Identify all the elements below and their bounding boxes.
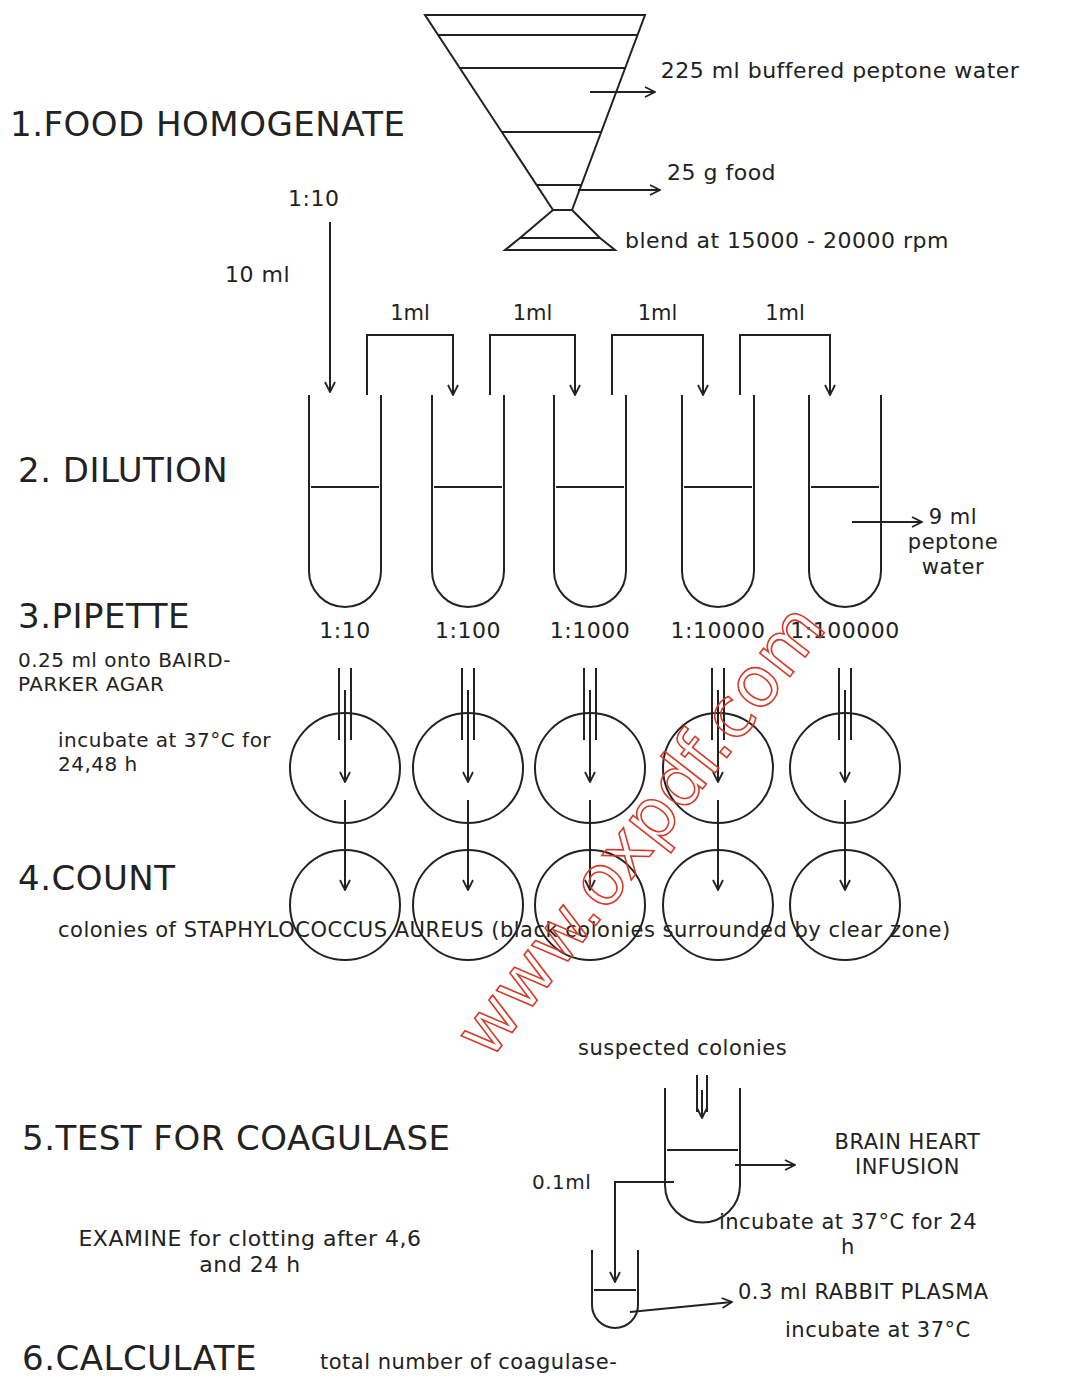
volume-label: 1ml	[636, 301, 680, 325]
leader-line	[735, 1164, 795, 1166]
tube-outline	[313, 395, 623, 610]
test-tube: 1:10	[190, 395, 500, 643]
step-heading: 6.CALCULATE	[22, 1338, 257, 1379]
tube-outline	[435, 395, 745, 610]
tube-outline	[190, 395, 500, 610]
graduation-lines	[438, 35, 637, 185]
volume-label: 10 ml	[225, 262, 290, 288]
bhi-tube	[665, 1088, 740, 1223]
volume-label: 0.1ml	[532, 1170, 591, 1194]
transfer-arrow	[612, 335, 703, 395]
callout-text: 25 g food	[667, 160, 776, 186]
beaker-foot	[505, 210, 615, 250]
callout-text: 9 ml peptone water	[888, 505, 1018, 581]
leader-line	[590, 91, 655, 93]
callout-text: 0.3 ml RABBIT PLASMA	[738, 1280, 989, 1305]
leader-line	[578, 189, 660, 191]
transfer-arrow	[329, 222, 331, 392]
test-tube: 1:100000	[690, 395, 1000, 643]
liquid-level	[594, 1289, 636, 1291]
note: suspected colonies	[578, 1036, 787, 1061]
transfer-arrow	[740, 335, 830, 395]
note: total number of coagulase-	[320, 1350, 617, 1375]
note: incubate at 37°C	[785, 1318, 971, 1343]
test-tube: 1:100	[313, 395, 623, 643]
plasma-tube	[592, 1250, 638, 1328]
transfer-arrow	[490, 335, 575, 395]
volume-label: 1ml	[763, 301, 807, 325]
note: incubate at 37°C for 24 h	[718, 1210, 978, 1260]
step-heading: 4.COUNT	[18, 858, 176, 899]
callout-text: BRAIN HEART INFUSION	[800, 1130, 1015, 1180]
note: blend at 15000 - 20000 rpm	[625, 228, 949, 254]
beaker	[425, 15, 645, 210]
leader-line	[630, 1302, 732, 1312]
step-heading: 2. DILUTION	[18, 450, 228, 491]
callout-text: 225 ml buffered peptone water	[660, 58, 1020, 84]
step-heading: 1.FOOD HOMOGENATE	[10, 104, 406, 145]
note: 0.25 ml onto BAIRD-PARKER AGAR	[18, 648, 303, 696]
volume-label: 1ml	[511, 301, 555, 325]
step-heading: 5.TEST FOR COAGULASE	[22, 1118, 450, 1159]
volume-label: 1ml	[388, 301, 432, 325]
liquid-level	[667, 1149, 738, 1151]
transfer-arrow	[701, 1090, 703, 1118]
watermark: www.oxpdf.com	[438, 588, 841, 1072]
tube-outline	[690, 395, 1000, 610]
note: incubate at 37°C for 24,48 h	[58, 728, 293, 776]
test-tube: 1:10000	[563, 395, 873, 643]
leader-line	[852, 521, 922, 523]
step-heading: 3.PIPETTE	[18, 596, 190, 637]
test-tube: 1:1000	[435, 395, 745, 643]
dilution-ratio: 1:10	[288, 186, 339, 212]
note: EXAMINE for clotting after 4,6 and 24 h	[60, 1226, 440, 1279]
tube-outline	[563, 395, 873, 610]
transfer-arrow	[615, 1182, 674, 1282]
transfer-arrow	[367, 335, 453, 395]
